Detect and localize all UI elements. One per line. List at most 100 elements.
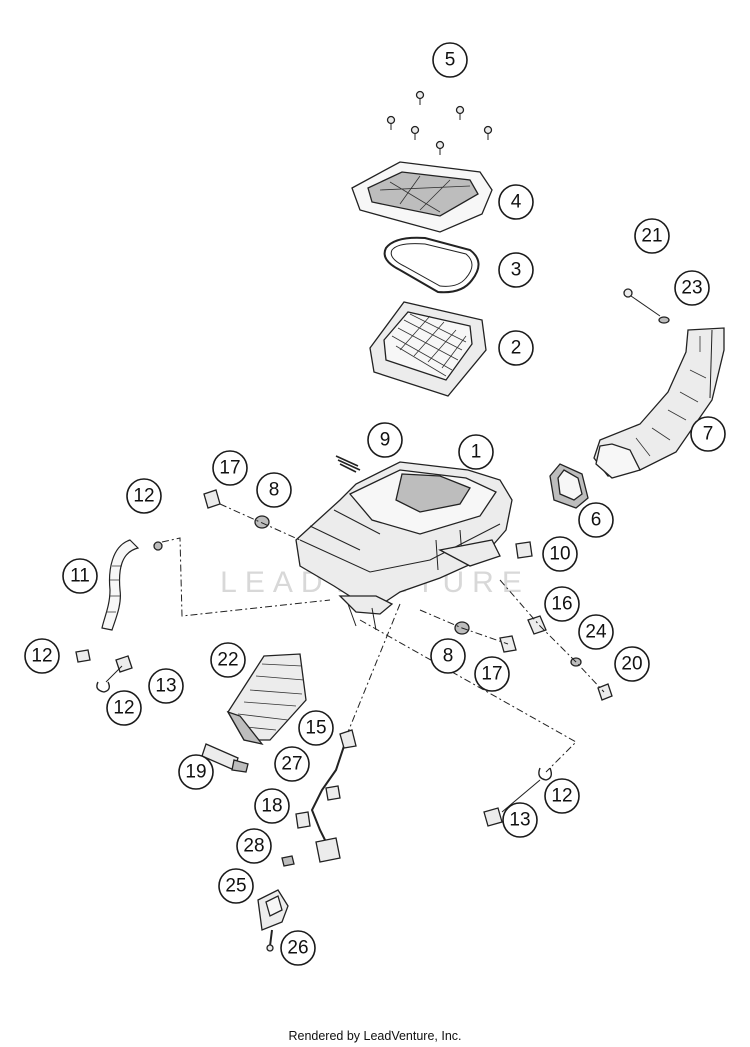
callout-1: 1 <box>458 434 494 470</box>
callout-20: 20 <box>614 646 650 682</box>
callout-22: 22 <box>210 642 246 678</box>
part-1-airbox <box>295 461 513 631</box>
part-23-washer <box>658 316 670 324</box>
svg-text:20: 20 <box>621 654 642 675</box>
leader-12-13-left <box>105 665 123 683</box>
callout-9: 9 <box>367 422 403 458</box>
part-25-bracket <box>257 889 289 931</box>
callout-4: 4 <box>498 184 534 220</box>
leader-16-24-20 <box>499 579 605 693</box>
callout-8-lower: 8 <box>430 638 466 674</box>
part-9-clip <box>335 455 361 473</box>
svg-text:23: 23 <box>681 278 702 299</box>
svg-text:25: 25 <box>225 876 246 897</box>
callout-25: 25 <box>218 868 254 904</box>
part-19-sensor-tube <box>201 743 249 773</box>
svg-text:3: 3 <box>511 260 522 281</box>
callout-17-lower: 17 <box>474 656 510 692</box>
callout-24: 24 <box>578 614 614 650</box>
svg-text:1: 1 <box>471 442 482 463</box>
part-20-bolt <box>597 683 613 701</box>
part-8-grommet-upper <box>254 515 270 529</box>
callout-12-left-lower: 12 <box>106 690 142 726</box>
callout-13-left: 13 <box>148 668 184 704</box>
callout-21: 21 <box>634 218 670 254</box>
svg-text:6: 6 <box>591 510 602 531</box>
part-22-intake-boot <box>226 653 307 746</box>
svg-text:17: 17 <box>219 458 240 479</box>
callout-26: 26 <box>280 930 316 966</box>
callout-18: 18 <box>254 788 290 824</box>
footer-credit: Rendered by LeadVenture, Inc. <box>288 1029 462 1043</box>
leader-8-17-lower <box>419 609 509 645</box>
callout-3: 3 <box>498 252 534 288</box>
part-16-nut <box>527 615 547 635</box>
leader-harness <box>347 603 401 733</box>
callout-2: 2 <box>498 330 534 366</box>
part-5-screws <box>386 90 493 155</box>
svg-text:10: 10 <box>549 544 570 565</box>
callout-12-left-upper: 12 <box>24 638 60 674</box>
svg-text:4: 4 <box>511 192 522 213</box>
svg-text:12: 12 <box>551 786 572 807</box>
svg-text:13: 13 <box>509 810 530 831</box>
svg-text:22: 22 <box>217 650 238 671</box>
part-11-hose <box>101 539 163 631</box>
svg-text:15: 15 <box>305 718 326 739</box>
part-21-screw <box>623 288 661 317</box>
part-10-screw <box>515 541 533 559</box>
svg-text:11: 11 <box>70 566 90 587</box>
svg-text:12: 12 <box>31 646 52 667</box>
svg-text:28: 28 <box>243 836 264 857</box>
part-12-clamp-left-lower <box>96 681 111 693</box>
svg-text:7: 7 <box>703 424 714 445</box>
part-28-pin <box>281 855 295 867</box>
part-4-cover-plate <box>351 161 493 233</box>
callout-13-right: 13 <box>502 802 538 838</box>
svg-text:17: 17 <box>481 664 502 685</box>
leader-11-hose <box>161 537 331 617</box>
svg-text:8: 8 <box>443 646 454 667</box>
part-12-clamp-left-upper <box>75 649 91 663</box>
callout-8-upper: 8 <box>256 472 292 508</box>
part-18-harness <box>295 729 357 863</box>
callout-10: 10 <box>542 536 578 572</box>
callout-7: 7 <box>690 416 726 452</box>
svg-text:2: 2 <box>511 338 522 359</box>
part-3-gasket <box>383 236 480 294</box>
callout-27: 27 <box>274 746 310 782</box>
callout-28: 28 <box>236 828 272 864</box>
callout-12-right: 12 <box>544 778 580 814</box>
part-12-clamp-right <box>538 767 553 781</box>
svg-text:19: 19 <box>185 762 206 783</box>
part-6-seal <box>549 463 589 509</box>
svg-text:27: 27 <box>281 754 302 775</box>
callout-15: 15 <box>298 710 334 746</box>
svg-text:12: 12 <box>133 486 154 507</box>
part-17-screw-upper <box>203 489 221 509</box>
svg-text:21: 21 <box>641 226 662 247</box>
callout-17-upper: 17 <box>212 450 248 486</box>
callout-23: 23 <box>674 270 710 306</box>
svg-text:13: 13 <box>155 676 176 697</box>
leader-right-lower <box>359 619 577 773</box>
part-13-cap-right <box>483 807 503 827</box>
callout-11: 11 <box>62 558 98 594</box>
svg-text:12: 12 <box>113 698 134 719</box>
callout-19: 19 <box>178 754 214 790</box>
callout-16: 16 <box>544 586 580 622</box>
callout-12-hose: 12 <box>126 478 162 514</box>
callout-5: 5 <box>432 42 468 78</box>
svg-text:9: 9 <box>380 430 391 451</box>
svg-text:18: 18 <box>261 796 282 817</box>
part-26-screw <box>266 929 274 952</box>
svg-text:24: 24 <box>585 622 607 643</box>
svg-text:5: 5 <box>445 50 456 71</box>
callout-6: 6 <box>578 502 614 538</box>
svg-text:16: 16 <box>551 594 572 615</box>
svg-text:26: 26 <box>287 938 308 959</box>
part-7-snorkel <box>593 327 725 479</box>
part-2-air-filter <box>369 301 487 397</box>
svg-text:8: 8 <box>269 480 280 501</box>
